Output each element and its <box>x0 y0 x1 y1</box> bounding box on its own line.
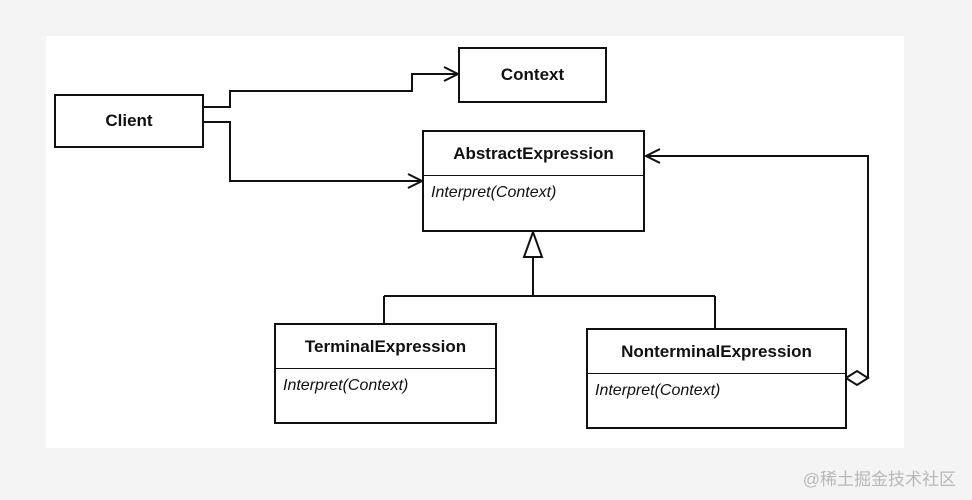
terminal-expression-class: TerminalExpression Interpret(Context) <box>274 323 497 424</box>
context-class-name: Context <box>500 65 565 84</box>
relationship-lines <box>202 66 870 387</box>
terminal-expression-class-name: TerminalExpression <box>276 325 495 369</box>
client-class: Client <box>54 94 204 148</box>
generalization-lines <box>383 257 716 328</box>
watermark: @稀土掘金技术社区 <box>802 470 956 489</box>
nonterminal-expression-class-name: NonterminalExpression <box>588 330 845 374</box>
aggregation-diamond <box>844 369 870 387</box>
context-class: Context <box>458 47 607 103</box>
nonterminal-expression-operation: Interpret(Context) <box>595 382 721 399</box>
inheritance-triangle <box>522 229 544 258</box>
association-client-abstract-expression <box>202 121 425 189</box>
aggregation-nonterminal-abstract <box>643 148 869 378</box>
abstract-expression-class: AbstractExpression Interpret(Context) <box>422 130 645 232</box>
association-client-context <box>202 66 461 108</box>
abstract-expression-class-name: AbstractExpression <box>424 132 643 176</box>
terminal-expression-operation: Interpret(Context) <box>283 377 409 394</box>
uml-diagram-canvas: Client Context AbstractExpression Interp… <box>46 36 904 448</box>
client-class-name: Client <box>105 111 153 130</box>
nonterminal-expression-class: NonterminalExpression Interpret(Context) <box>586 328 847 429</box>
abstract-expression-operation: Interpret(Context) <box>431 184 557 201</box>
